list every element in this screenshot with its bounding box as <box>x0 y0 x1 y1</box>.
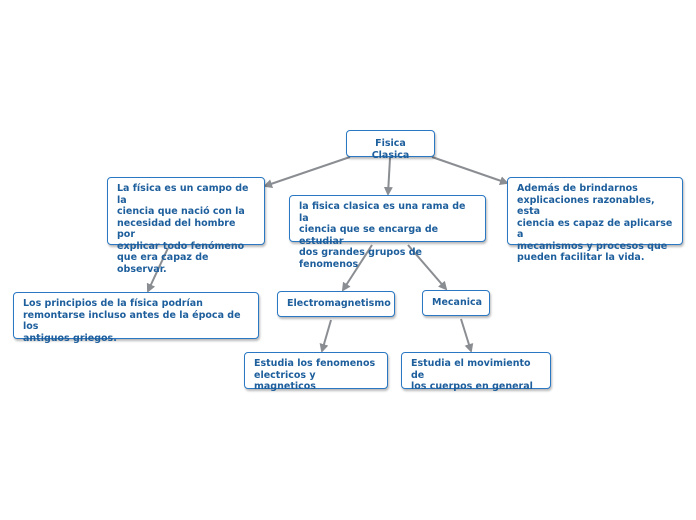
node-electromagnetismo[interactable]: Electromagnetismo <box>277 291 395 317</box>
connector-root-right <box>431 156 509 185</box>
node-definicion-fisica[interactable]: La física es un campo de la ciencia que … <box>107 177 265 275</box>
node-estudia-fenomenos[interactable]: Estudia los fenomenos electricos y magne… <box>244 352 388 392</box>
node-fisica-clasica[interactable]: Fisica Clasica <box>346 130 435 161</box>
node-antiguos-griegos[interactable]: Los principios de la física podrían remo… <box>13 292 259 344</box>
connector-root-left <box>263 156 351 188</box>
connector-left-greek <box>146 247 169 293</box>
connector-mecanica-desc <box>460 318 474 353</box>
connector-electro-desc <box>319 319 332 353</box>
node-estudia-movimiento[interactable]: Estudia el movimiento de los cuerpos en … <box>401 352 551 392</box>
node-mecanica[interactable]: Mecanica <box>422 290 490 316</box>
connector-middle-mecanica <box>407 244 448 291</box>
node-aplicaciones[interactable]: Además de brindarnos explicaciones razon… <box>507 177 683 263</box>
connector-middle-electro <box>341 244 373 292</box>
node-rama-ciencia[interactable]: la fisica clasica es una rama de la cien… <box>289 195 486 270</box>
connector-root-middle <box>383 157 393 196</box>
